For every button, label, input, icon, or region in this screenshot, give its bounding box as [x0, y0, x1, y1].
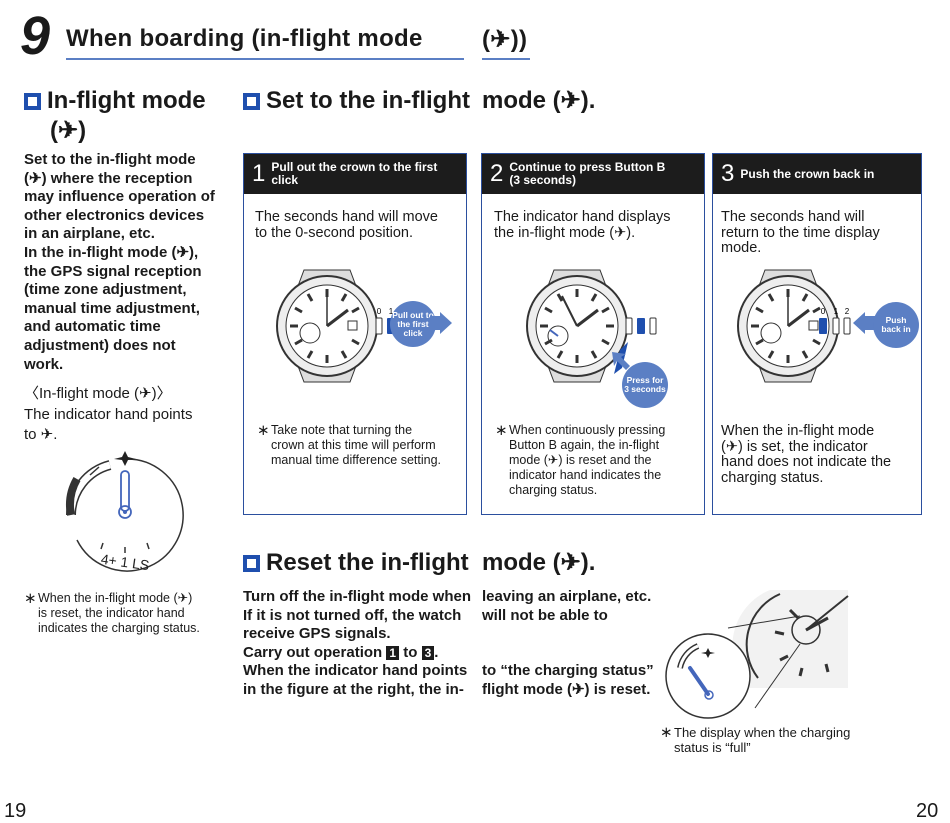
set-section-heading: Set to the in-flight — [243, 86, 470, 116]
arrow-right-icon — [430, 312, 452, 334]
step-2-callout: Press for 3 seconds — [622, 362, 668, 408]
page-number-left: 19 — [4, 800, 27, 822]
reset-paragraph-col2: leaving an airplane, etc. will not be ab… — [482, 588, 652, 624]
inflight-mode-heading: In-flight mode — [24, 86, 206, 116]
step-1-box: 1 Pull out the crown to the first click … — [243, 153, 467, 515]
svg-text:0: 0 — [377, 307, 382, 316]
heading-square-icon — [243, 93, 260, 110]
step-2-text: The indicator hand displays the in-fligh… — [494, 209, 671, 241]
indicator-dial-illustration: 4+ 1 LS — [66, 451, 184, 574]
heading-square-icon — [24, 93, 41, 110]
step-3-header: 3 Push the crown back in — [713, 154, 921, 194]
page-number-right: 20 — [916, 800, 939, 822]
step-3-text: The seconds hand will return to the time… — [721, 209, 880, 256]
step-3-bottom-text: When the in-flight mode (✈) is set, the … — [721, 423, 892, 486]
arrow-left-icon — [853, 312, 875, 334]
heading-square-icon — [243, 555, 260, 572]
reset-section-heading-end: mode (✈). — [482, 549, 596, 576]
step-1-note: ∗ Take note that turning the crown at th… — [257, 422, 442, 467]
step-3-callout: Push back in — [873, 302, 919, 348]
chapter-title-end: (✈)) — [482, 26, 528, 53]
arrow-up-left-icon — [612, 352, 630, 370]
step-2-watch-illustration — [526, 269, 657, 383]
svg-text:1: 1 — [834, 307, 839, 316]
title-underline-right — [482, 58, 530, 60]
step-3-box: 3 Push the crown back in The seconds han… — [712, 153, 922, 515]
sub-text-line2: to ✈. — [24, 426, 58, 443]
sub-text-line1: The indicator hand points — [24, 406, 193, 423]
intro-paragraph: Set to the in-flight mode (✈) where the … — [24, 151, 215, 373]
sub-heading: 〈In-flight mode (✈)〉 — [24, 385, 172, 402]
step-1-callout: Pull out to the first click — [390, 301, 436, 347]
chapter-number: 9 — [20, 6, 51, 66]
reset-section-heading: Reset the in-flight — [243, 548, 469, 578]
figure-note: ∗ The display when the charging status i… — [660, 724, 851, 755]
step-2-box: 2 Continue to press Button B(3 seconds) … — [481, 153, 705, 515]
step-2-note: ∗ When continuously pressing Button B ag… — [495, 422, 666, 497]
step-1-header: 1 Pull out the crown to the first click — [244, 154, 466, 194]
dial-label: 4+ 1 LS — [100, 551, 150, 574]
svg-text:2: 2 — [845, 307, 850, 316]
step-3-watch-illustration: 0 1 2 — [737, 269, 851, 383]
step-2-header: 2 Continue to press Button B(3 seconds) — [482, 154, 704, 194]
svg-text:0: 0 — [821, 307, 826, 316]
reset-paragraph-col1: Turn off the in-flight mode when If it i… — [243, 588, 472, 698]
reset-paragraph-col2b: to “the charging status” flight mode (✈)… — [482, 662, 654, 698]
title-underline — [66, 58, 464, 60]
set-section-heading-end: mode (✈). — [482, 87, 596, 114]
left-note: ∗ When the in-flight mode (✈) is reset, … — [24, 590, 200, 635]
chapter-title: When boarding (in-flight mode — [66, 25, 423, 52]
step-1-text: The seconds hand will move to the 0-seco… — [255, 209, 438, 241]
charging-full-illustration — [665, 590, 849, 719]
inflight-mode-heading-line2: (✈) — [50, 117, 87, 144]
